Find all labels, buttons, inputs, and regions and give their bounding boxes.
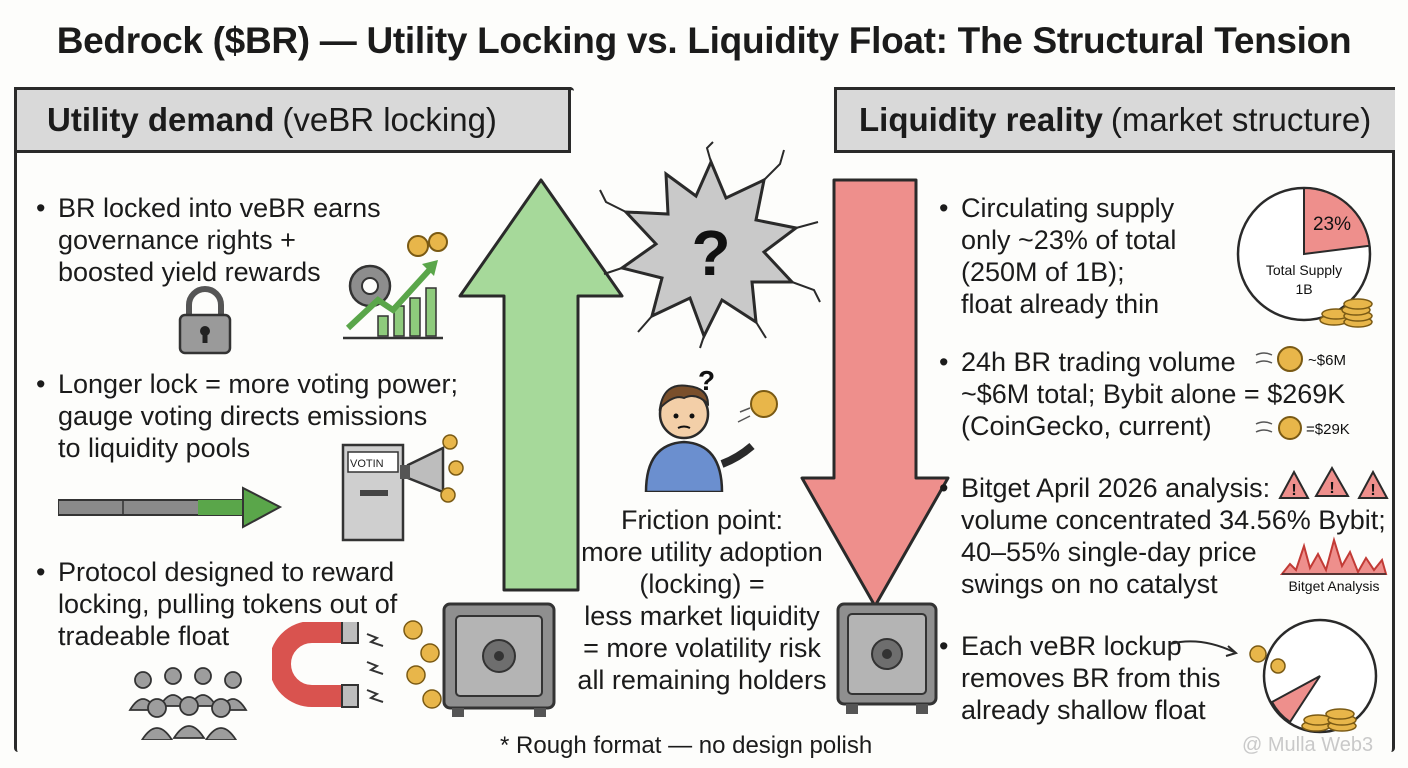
left-bullet-2: • Longer lock = more voting power; gauge… bbox=[36, 368, 458, 464]
right-bullet-2-line-2: ~$6M total; Bybit alone = $269K bbox=[961, 379, 1346, 409]
right-bullet-4-line-3: already shallow float bbox=[961, 695, 1206, 725]
left-bullet-3-line-1: Protocol designed to reward bbox=[58, 557, 395, 587]
svg-text:!: ! bbox=[1370, 482, 1375, 499]
friction-line-5: = more volatility risk bbox=[583, 633, 821, 663]
vault-safe-icon-right bbox=[836, 602, 938, 714]
right-bullet-4-line-2: removes BR from this bbox=[961, 663, 1221, 693]
right-bullet-3-line-1: Bitget April 2026 analysis: bbox=[961, 473, 1271, 503]
volume-label-total: ~$6M bbox=[1308, 352, 1346, 369]
bullet-dot: • bbox=[939, 473, 949, 503]
utility-demand-header: Utility demand (veBR locking) bbox=[14, 87, 571, 153]
right-bullet-3: • Bitget April 2026 analysis: volume con… bbox=[939, 472, 1386, 600]
right-bullet-2-line-1: 24h BR trading volume bbox=[961, 347, 1236, 377]
pie-caption-line-1: Total Supply bbox=[1266, 262, 1342, 278]
utility-demand-subtitle: (veBR locking) bbox=[282, 101, 497, 138]
left-bullet-2-line-3: to liquidity pools bbox=[58, 433, 251, 463]
right-bullet-4: • Each veBR lockup removes BR from this … bbox=[939, 630, 1221, 726]
tension-burst-icon: ? bbox=[599, 141, 821, 349]
right-bullet-3-line-3: 40–55% single-day price bbox=[961, 537, 1257, 567]
footnote: * Rough format — no design polish bbox=[500, 732, 873, 759]
pie-caption-line-2: 1B bbox=[1295, 281, 1312, 297]
left-bullet-2-line-2: gauge voting directs emissions bbox=[58, 401, 428, 431]
bullet-dot: • bbox=[36, 193, 46, 223]
liquidity-down-arrow bbox=[800, 178, 950, 608]
utility-up-arrow bbox=[458, 178, 624, 592]
right-bullet-4-line-1: Each veBR lockup bbox=[961, 631, 1182, 661]
friction-line-2: more utility adoption bbox=[581, 537, 823, 567]
page-title: Bedrock ($BR) — Utility Locking vs. Liqu… bbox=[56, 20, 1352, 61]
bullet-dot: • bbox=[939, 193, 949, 223]
pie-circulating-slice bbox=[1303, 186, 1371, 256]
vault-safe-icon bbox=[442, 602, 556, 717]
liquidity-reality-subtitle: (market structure) bbox=[1110, 101, 1372, 138]
bullet-dot: • bbox=[939, 631, 949, 661]
left-bullet-1-line-1: BR locked into veBR earns bbox=[58, 193, 381, 223]
svg-text:!: ! bbox=[1329, 480, 1334, 497]
warning-icons: !!! bbox=[1278, 466, 1389, 499]
liquidity-reality-header: Liquidity reality (market structure) bbox=[834, 87, 1395, 153]
padlock-icon bbox=[178, 286, 232, 355]
right-bullet-1-line-2: only ~23% of total bbox=[961, 225, 1177, 255]
right-bullet-1-line-3: (250M of 1B); bbox=[961, 257, 1125, 287]
watermark: @ Mulla Web3 bbox=[1242, 734, 1374, 756]
left-bullet-2-line-1: Longer lock = more voting power; bbox=[58, 369, 458, 399]
right-bullet-3-line-2: volume concentrated 34.56% Bybit; bbox=[961, 505, 1386, 535]
svg-text:!: ! bbox=[1291, 482, 1296, 499]
voting-booth-icon: VOTIN bbox=[341, 434, 464, 542]
small-question-mark: ? bbox=[698, 365, 715, 396]
pie-percent-label: 23% bbox=[1313, 214, 1351, 235]
liquidity-reality-title: Liquidity reality bbox=[859, 101, 1103, 138]
crowd-icon bbox=[128, 667, 248, 740]
right-bullet-1-line-1: Circulating supply bbox=[961, 193, 1175, 223]
right-bullet-1: • Circulating supply only ~23% of total … bbox=[939, 192, 1177, 320]
left-bullet-1-line-3: boosted yield rewards bbox=[58, 257, 321, 287]
bitget-analysis-caption: Bitget Analysis bbox=[1288, 578, 1379, 594]
magnet-icon bbox=[272, 622, 384, 708]
utility-demand-title: Utility demand bbox=[47, 101, 275, 138]
bybit-coin-icon: =$29K bbox=[1255, 416, 1350, 440]
supply-pie-chart: 23% Total Supply 1B bbox=[1236, 186, 1373, 328]
left-bullet-1: • BR locked into veBR earns governance r… bbox=[36, 192, 381, 288]
growth-chart-icon bbox=[343, 232, 448, 340]
friction-line-3: (locking) = bbox=[639, 569, 765, 599]
bullet-dot: • bbox=[36, 369, 46, 399]
left-bullet-1-line-2: governance rights + bbox=[58, 225, 296, 255]
left-bullet-3-line-2: locking, pulling tokens out of bbox=[58, 589, 398, 619]
progress-arrow-icon bbox=[58, 486, 283, 529]
friction-line-1: Friction point: bbox=[620, 505, 784, 535]
left-bullet-3-line-3: tradeable float bbox=[58, 621, 230, 651]
right-bullet-2: • 24h BR trading volume ~$6M total; Bybi… bbox=[939, 346, 1346, 442]
voting-sign: VOTIN bbox=[350, 458, 384, 470]
right-bullet-2-line-3: (CoinGecko, current) bbox=[961, 411, 1212, 441]
volume-label-bybit: =$29K bbox=[1306, 421, 1350, 438]
right-bullet-1-line-4: float already thin bbox=[961, 289, 1160, 319]
friction-line-6: all remaining holders bbox=[577, 665, 827, 695]
flying-coins-icon bbox=[403, 620, 442, 709]
confused-person-icon: ? bbox=[644, 365, 778, 492]
shallow-float-pie bbox=[1169, 618, 1378, 734]
friction-line-4: less market liquidity bbox=[584, 601, 820, 631]
right-bullet-3-line-4: swings on no catalyst bbox=[961, 569, 1218, 599]
question-mark: ? bbox=[691, 217, 730, 289]
volume-coin-icon: ~$6M bbox=[1255, 346, 1346, 372]
volatility-chart-icon: Bitget Analysis bbox=[1279, 536, 1388, 594]
friction-point-text: Friction point: more utility adoption (l… bbox=[548, 504, 856, 696]
left-bullet-3: • Protocol designed to reward locking, p… bbox=[36, 556, 398, 652]
bullet-dot: • bbox=[939, 347, 949, 377]
bullet-dot: • bbox=[36, 557, 46, 587]
